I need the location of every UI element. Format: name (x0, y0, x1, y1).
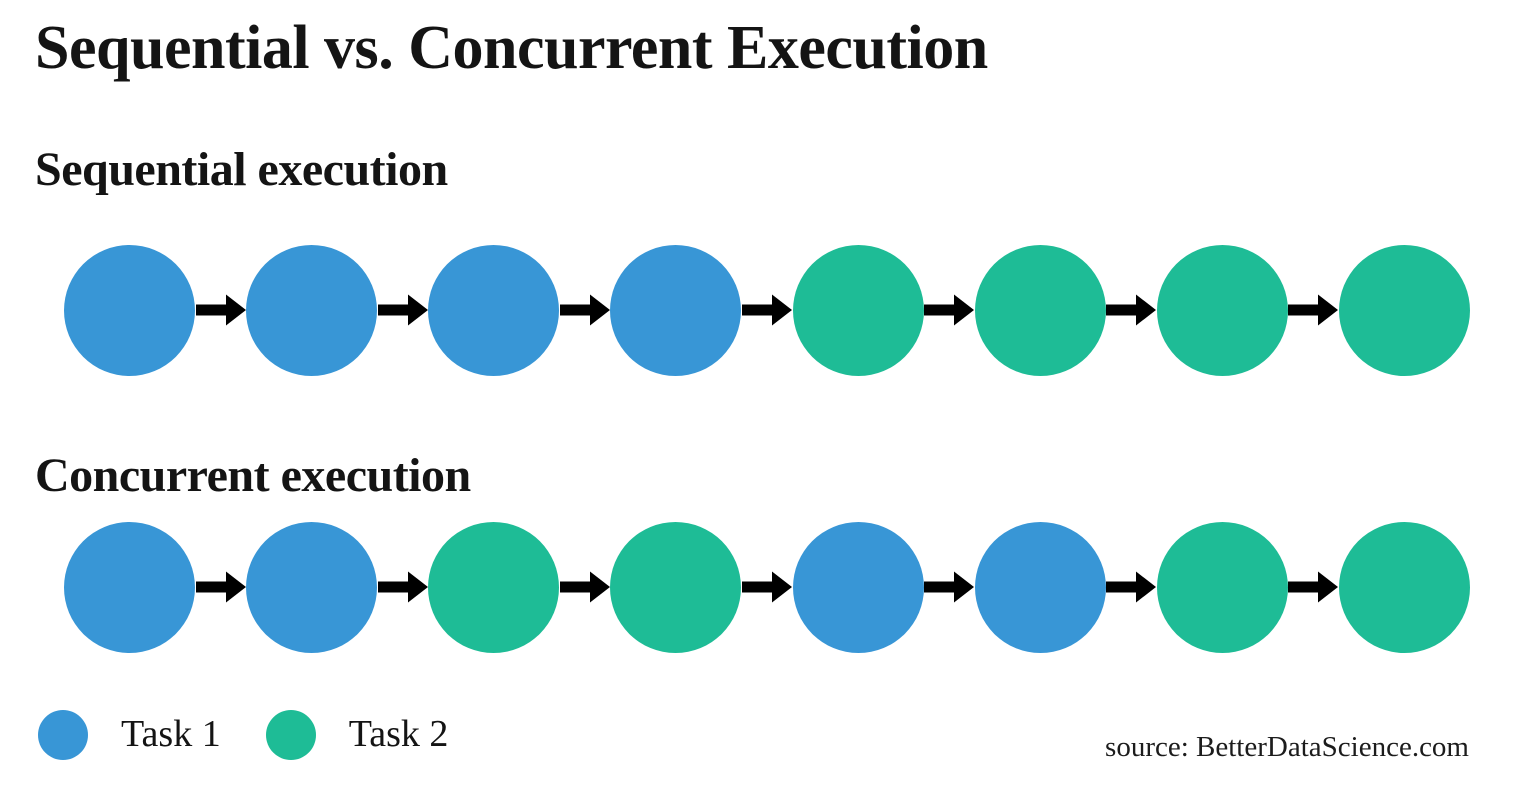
diagram-canvas: Sequential vs. Concurrent Execution Sequ… (0, 10, 1520, 800)
legend: Task 1 Task 2 (38, 709, 449, 760)
concurrent-task-row (64, 521, 1470, 653)
arrow-right-icon (924, 570, 975, 604)
task-1-circle (246, 521, 378, 653)
sequential-heading: Sequential execution (35, 142, 448, 196)
arrow-right-icon (195, 293, 246, 327)
arrow-right-icon (1106, 570, 1157, 604)
arrow-right-icon (377, 570, 428, 604)
arrow-right-icon (1288, 293, 1339, 327)
task-1-circle (64, 244, 195, 376)
arrow-right-icon (741, 293, 792, 327)
task-1-circle (974, 521, 1106, 653)
task-1-circle (428, 244, 560, 376)
task-1-circle (246, 244, 378, 376)
task-2-circle (1156, 244, 1288, 376)
legend-item-task-2: Task 2 (265, 709, 449, 760)
task-2-circle (428, 521, 560, 653)
task-1-circle (64, 521, 195, 653)
arrow-right-icon (559, 570, 610, 604)
task-1-circle (792, 521, 924, 653)
task-2-circle (610, 521, 742, 653)
task-2-circle (974, 244, 1106, 376)
legend-item-task-1: Task 1 (38, 709, 221, 760)
task-1-circle (610, 244, 742, 376)
legend-label-task-1: Task 1 (121, 712, 221, 755)
arrow-right-icon (195, 570, 246, 604)
sequential-task-row (64, 244, 1470, 376)
arrow-right-icon (1288, 570, 1339, 604)
legend-dot-task-1-icon (38, 709, 88, 760)
task-2-circle (1338, 244, 1470, 376)
legend-dot-task-2-icon (265, 709, 316, 760)
arrow-right-icon (741, 570, 792, 604)
task-2-circle (1338, 521, 1470, 653)
footer: Task 1 Task 2 source: BetterDataScience.c… (38, 709, 1485, 763)
arrow-right-icon (924, 293, 975, 327)
task-2-circle (792, 244, 924, 376)
section-sequential: Sequential execution (35, 140, 1485, 376)
arrow-right-icon (559, 293, 610, 327)
arrow-right-icon (377, 293, 428, 327)
page-title: Sequential vs. Concurrent Execution (35, 14, 988, 82)
task-2-circle (1156, 521, 1288, 653)
arrow-right-icon (1106, 293, 1157, 327)
source-attribution: source: BetterDataScience.com (1105, 730, 1469, 763)
legend-label-task-2: Task 2 (348, 712, 449, 755)
concurrent-heading: Concurrent execution (35, 448, 471, 502)
section-concurrent: Concurrent execution (35, 446, 1485, 653)
